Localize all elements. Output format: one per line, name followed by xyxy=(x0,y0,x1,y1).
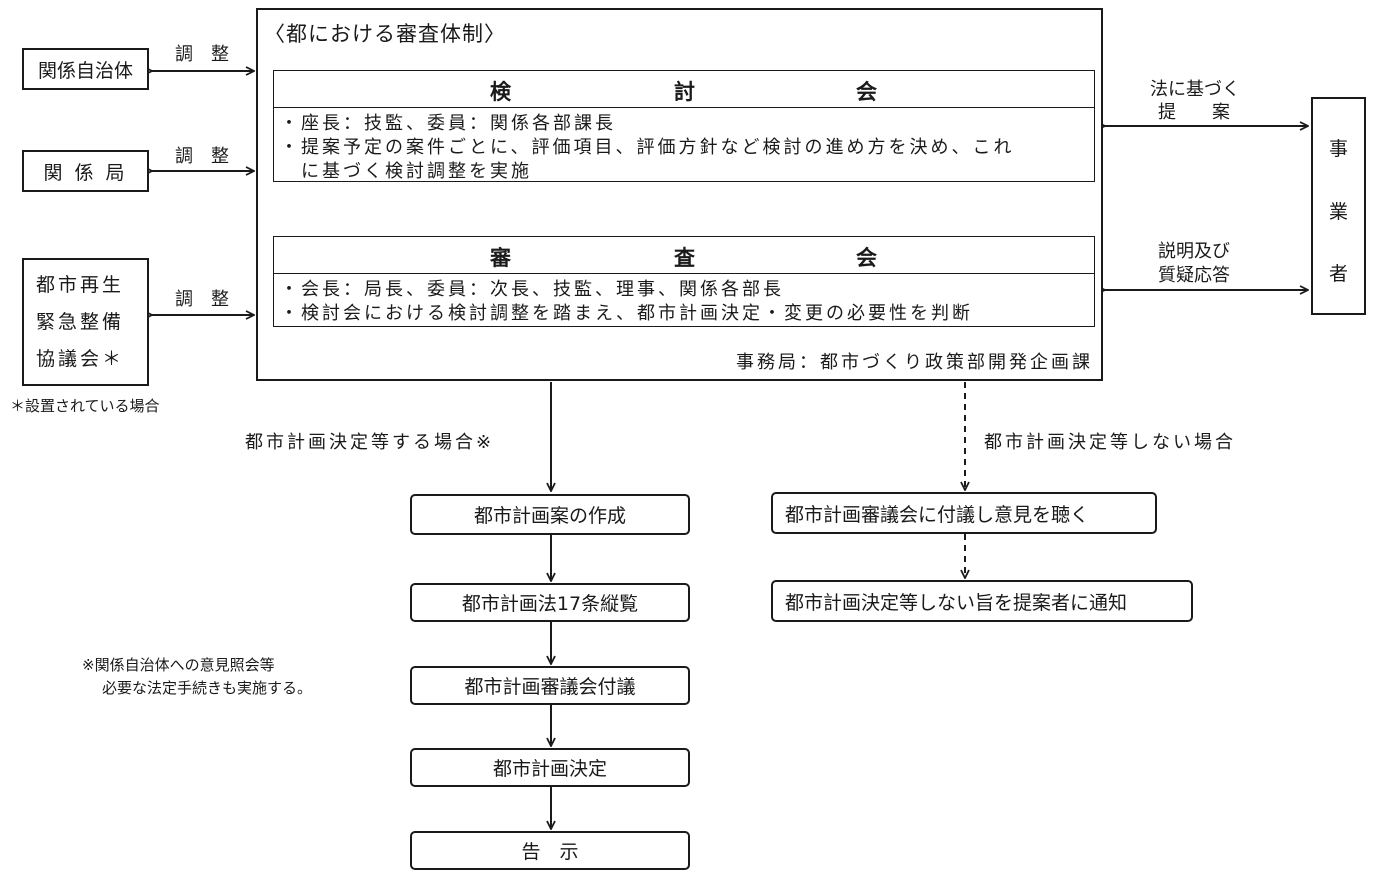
flow-yes-step-2-label: 都市計画法17条縦覧 xyxy=(461,593,639,615)
flow-yes-note-2: 必要な法定手続きも実施する。 xyxy=(102,679,313,697)
shinsakai-header-3: 会 xyxy=(856,246,877,270)
flow-yes-step-3: 都市計画審議会付議 xyxy=(410,666,690,705)
coordination-label-2: 調 整 xyxy=(175,146,229,167)
system-title: 〈都における審査体制〉 xyxy=(264,22,506,46)
municipality-box: 関係自治体 xyxy=(22,48,149,90)
business-char-3: 者 xyxy=(1329,263,1349,285)
flow-yes-step-2: 都市計画法17条縦覧 xyxy=(410,583,690,622)
flow-no-step-1-label: 都市計画審議会に付議し意見を聴く xyxy=(785,503,1090,526)
kentokai-line-2: ・提案予定の案件ごとに、評価項目、評価方針など検討の進め方を決め、これ xyxy=(280,137,1015,158)
kentokai-line-1: ・座長：技監、委員：関係各部課長 xyxy=(280,113,616,134)
business-char-2: 業 xyxy=(1329,201,1349,223)
kentokai-line-3: に基づく検討調整を実施 xyxy=(280,161,532,182)
council-box: 都市再生 緊急整備 協議会＊ xyxy=(22,258,149,386)
kentokai-box: 検 討 会 ・座長：技監、委員：関係各部課長 ・提案予定の案件ごとに、評価項目、… xyxy=(273,70,1095,182)
explain-label-1: 説明及び xyxy=(1158,241,1230,262)
council-note: ＊設置されている場合 xyxy=(10,397,160,415)
shinsakai-box: 審 査 会 ・会長：局長、委員：次長、技監、理事、関係各部長 ・検討会における検… xyxy=(273,236,1095,327)
coordination-label-1: 調 整 xyxy=(175,44,229,65)
proposal-label-1: 法に基づく xyxy=(1150,79,1240,100)
coordination-label-3: 調 整 xyxy=(175,289,229,310)
kentokai-header-1: 検 xyxy=(490,80,511,104)
review-system-frame: 〈都における審査体制〉 検 討 会 ・座長：技監、委員：関係各部課長 ・提案予定… xyxy=(256,8,1103,381)
flow-yes-step-1: 都市計画案の作成 xyxy=(410,494,690,535)
flow-no-step-2-label: 都市計画決定等しない旨を提案者に通知 xyxy=(785,591,1128,614)
kentokai-header: 検 討 会 xyxy=(274,71,1094,108)
flow-yes-step-3-label: 都市計画審議会付議 xyxy=(464,676,636,698)
flow-yes-step-5: 告 示 xyxy=(410,831,690,870)
shinsakai-line-2: ・検討会における検討調整を踏まえ、都市計画決定・変更の必要性を判断 xyxy=(280,303,973,324)
flow-yes-step-5-label: 告 示 xyxy=(521,841,579,863)
shinsakai-header: 審 査 会 xyxy=(274,237,1094,274)
shinsakai-line-1: ・会長：局長、委員：次長、技監、理事、関係各部長 xyxy=(280,279,784,300)
secretariat-label: 事務局：都市づくり政策部開発企画課 xyxy=(736,352,1093,373)
kentokai-header-3: 会 xyxy=(856,80,877,104)
municipality-label: 関係自治体 xyxy=(37,59,133,82)
bureau-label: 関 係 局 xyxy=(43,161,128,184)
shinsakai-header-1: 審 xyxy=(490,246,511,270)
business-box: 事 業 者 xyxy=(1311,97,1366,315)
flow-yes-note-1: ※関係自治体への意見照会等 xyxy=(82,656,275,674)
explain-label-2: 質疑応答 xyxy=(1158,265,1230,286)
flow-yes-label: 都市計画決定等する場合※ xyxy=(245,432,495,453)
flow-no-label: 都市計画決定等しない場合 xyxy=(984,432,1236,453)
council-line-1: 都市再生 xyxy=(36,274,125,296)
flow-no-step-1: 都市計画審議会に付議し意見を聴く xyxy=(771,492,1157,534)
proposal-label-2: 提 案 xyxy=(1158,102,1230,123)
flow-yes-step-1-label: 都市計画案の作成 xyxy=(473,505,626,527)
shinsakai-header-2: 査 xyxy=(674,246,695,270)
kentokai-header-2: 討 xyxy=(674,80,695,104)
council-line-3: 協議会＊ xyxy=(36,348,125,370)
council-line-2: 緊急整備 xyxy=(36,311,125,333)
flow-yes-step-4-label: 都市計画決定 xyxy=(492,758,607,780)
flow-no-step-2: 都市計画決定等しない旨を提案者に通知 xyxy=(771,580,1193,622)
business-char-1: 事 xyxy=(1329,138,1349,160)
bureau-box: 関 係 局 xyxy=(22,150,149,192)
flow-yes-step-4: 都市計画決定 xyxy=(410,748,690,787)
